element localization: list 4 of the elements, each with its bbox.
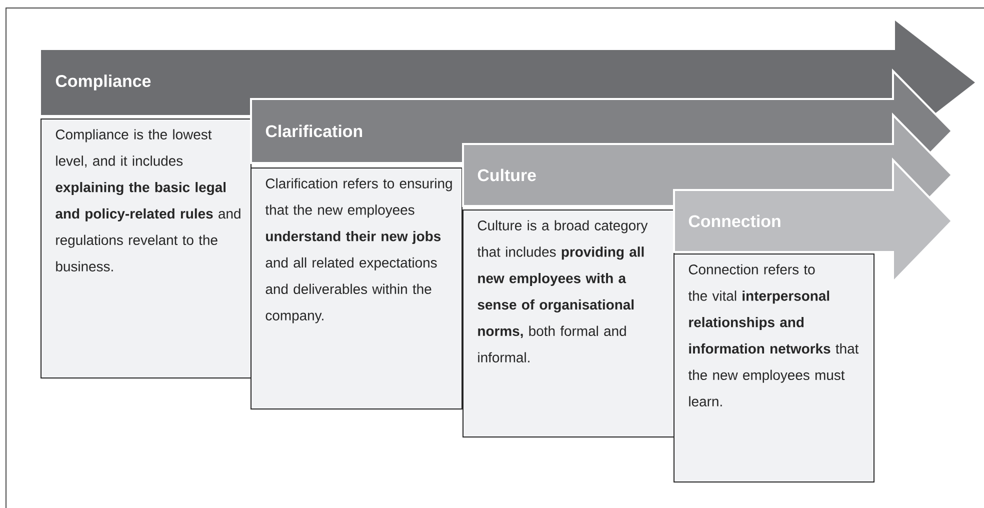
description-box: Compliance is the lowest level, and it includes explaining the basic legal and policy-related rules and regulations revelant to the business.	[40, 118, 252, 378]
description-box: Connection refers to the vital interpersonal relationships and information networks that the new employees must learn.	[674, 254, 874, 482]
description-box: Culture is a broad category that includes providing all new employees with a sense of organisational norms, both formal and informal.	[462, 210, 674, 438]
description-box: Clarification refers to ensuring that the new employees understand their new jobs and all related expectations and deliverables within the company.	[250, 168, 462, 410]
